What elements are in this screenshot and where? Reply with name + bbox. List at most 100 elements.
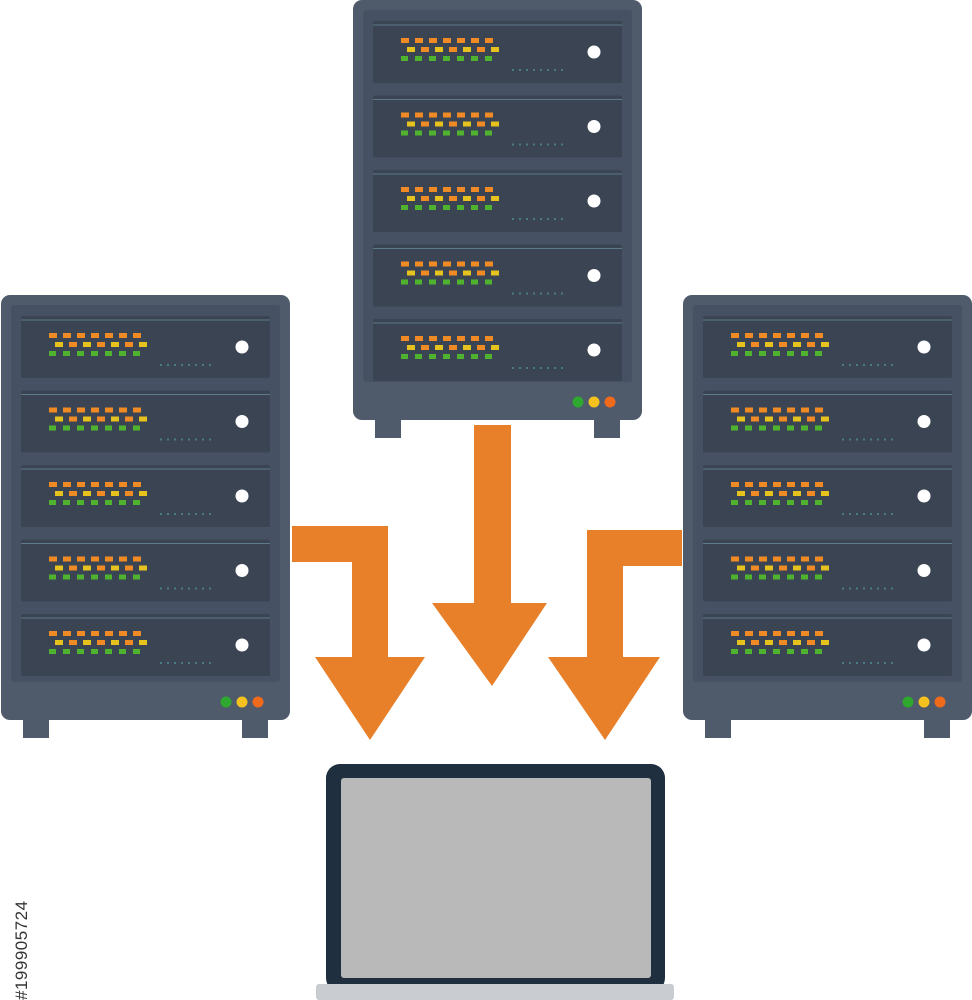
led-light	[779, 565, 787, 571]
led-light	[133, 407, 141, 413]
vent-dot	[561, 69, 563, 71]
led-light	[801, 649, 808, 654]
led-light	[737, 342, 745, 347]
led-light	[69, 640, 77, 645]
vent-dot	[856, 438, 858, 441]
laptop-icon	[316, 764, 674, 1000]
led-light	[745, 649, 752, 654]
vent-dot	[561, 367, 563, 369]
led-light	[737, 640, 745, 645]
led-light	[471, 130, 478, 136]
vent-dot	[547, 292, 549, 295]
led-light	[105, 482, 113, 487]
led-light	[69, 416, 77, 422]
led-light	[133, 631, 141, 636]
led-light	[133, 425, 140, 431]
vent-dot	[891, 438, 893, 441]
led-light	[491, 270, 499, 276]
led-light	[815, 500, 822, 505]
power-indicator	[235, 638, 249, 652]
server-unit	[703, 465, 952, 527]
power-indicator	[917, 489, 931, 503]
status-light	[220, 696, 232, 708]
led-light	[759, 649, 766, 654]
led-light	[485, 56, 492, 61]
status-light	[902, 696, 914, 708]
led-light	[77, 500, 84, 505]
led-light	[401, 38, 409, 43]
led-light	[821, 416, 829, 422]
power-indicator	[917, 415, 931, 428]
vent-dot	[547, 143, 549, 146]
led-light	[457, 336, 465, 341]
led-light	[49, 631, 57, 636]
led-light	[63, 425, 70, 431]
led-light	[415, 261, 423, 267]
led-light	[49, 574, 56, 580]
vent-dot	[891, 513, 893, 515]
led-light	[407, 196, 415, 201]
led-light	[731, 631, 739, 636]
led-light	[429, 38, 437, 43]
led-light	[485, 112, 493, 118]
status-light	[918, 696, 930, 708]
vent-dot	[202, 587, 204, 590]
vent-dot	[181, 662, 183, 664]
status-light	[252, 696, 264, 708]
led-light	[801, 482, 809, 487]
vent-dot	[877, 513, 879, 515]
led-light	[457, 354, 464, 359]
led-light	[457, 205, 464, 210]
vent-dot	[519, 292, 521, 295]
led-light	[801, 333, 809, 338]
led-light	[745, 482, 753, 487]
led-light	[491, 196, 499, 201]
led-light	[807, 565, 815, 571]
led-light	[63, 631, 71, 636]
led-light	[69, 565, 77, 571]
led-light	[63, 649, 70, 654]
vent-dot	[877, 438, 879, 441]
led-light	[779, 640, 787, 645]
vent-dot	[188, 364, 190, 366]
led-light	[91, 556, 99, 562]
vent-dot	[554, 367, 556, 369]
led-light	[105, 500, 112, 505]
led-light	[49, 333, 57, 338]
vent-dot	[519, 143, 521, 146]
vent-dot	[870, 364, 872, 366]
led-light	[807, 342, 815, 347]
led-light	[91, 351, 98, 356]
power-indicator	[587, 343, 601, 357]
led-light	[77, 351, 84, 356]
led-light	[793, 342, 801, 347]
led-light	[793, 565, 801, 571]
led-light	[435, 270, 443, 276]
led-light	[787, 351, 794, 356]
vent-dot	[512, 143, 514, 146]
vent-dot	[877, 587, 879, 590]
led-light	[77, 333, 85, 338]
led-light	[801, 351, 808, 356]
led-light	[801, 574, 808, 580]
led-light	[463, 196, 471, 201]
server-unit	[21, 539, 270, 602]
server-unit	[703, 390, 952, 453]
led-light	[491, 121, 499, 127]
led-light	[429, 130, 436, 136]
led-light	[815, 425, 822, 431]
led-light	[119, 574, 126, 580]
led-light	[77, 482, 85, 487]
led-light	[787, 482, 795, 487]
vent-dot	[167, 662, 169, 664]
laptop-base	[316, 984, 674, 1000]
led-light	[119, 351, 126, 356]
led-light	[759, 482, 767, 487]
led-light	[49, 482, 57, 487]
led-light	[801, 556, 809, 562]
led-light	[477, 345, 485, 350]
led-light	[77, 556, 85, 562]
led-light	[49, 351, 56, 356]
vent-dot	[891, 587, 893, 590]
led-light	[779, 416, 787, 422]
